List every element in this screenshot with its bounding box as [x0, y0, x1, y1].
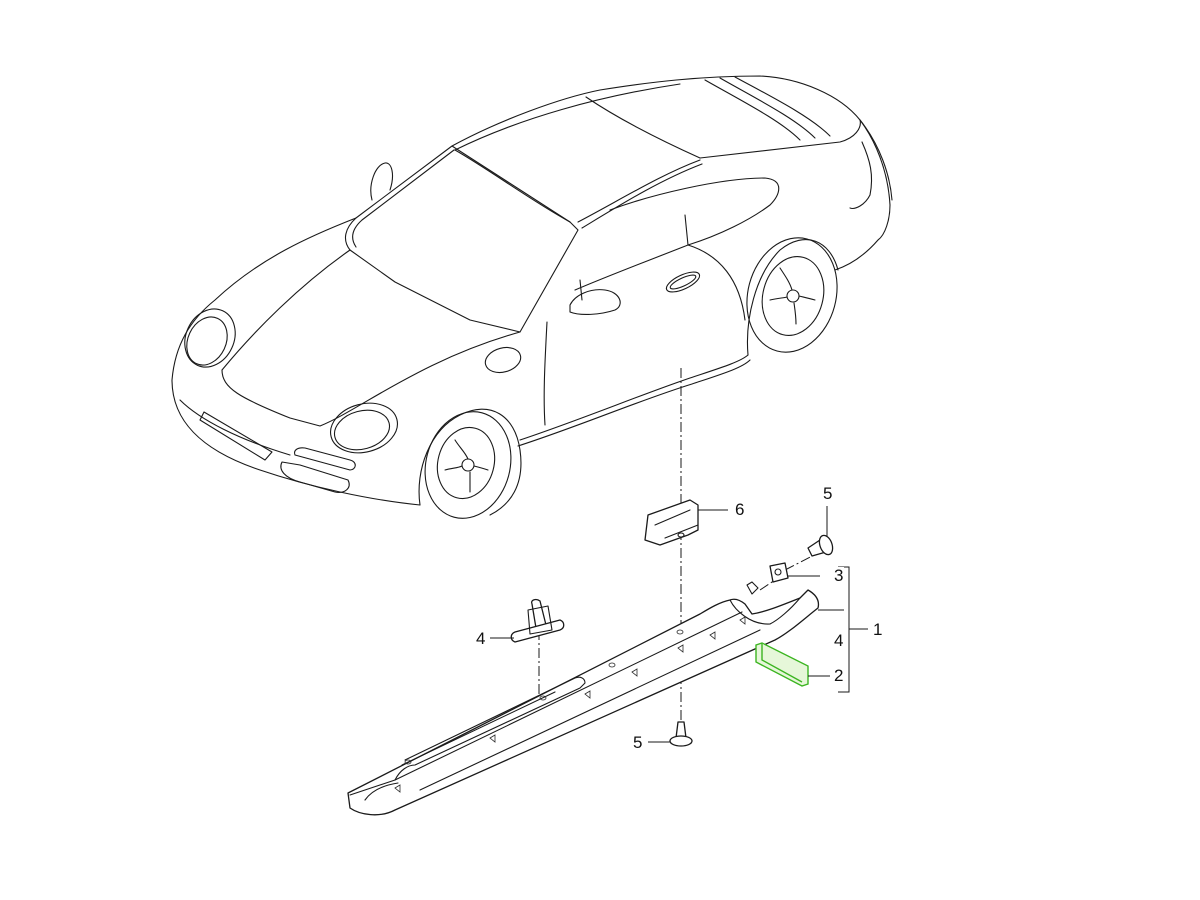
car-body-illustration — [171, 75, 893, 519]
part-screw-upper — [807, 506, 834, 557]
callout-4-clip: 4 — [475, 629, 487, 648]
callout-1: 1 — [872, 620, 884, 639]
callout-3: 3 — [833, 566, 845, 585]
part-retaining-nut — [769, 562, 820, 583]
callout-5-lower: 5 — [632, 733, 644, 752]
part-guide-clip — [644, 499, 728, 546]
callout-2: 2 — [833, 666, 845, 685]
callout-5-upper: 5 — [822, 484, 834, 503]
part-cover-cap-highlighted — [755, 642, 830, 687]
part-screw-lower — [648, 721, 693, 747]
side-sill-trim — [347, 581, 820, 816]
callout-4-group: 4 — [833, 631, 845, 650]
callout-6: 6 — [734, 500, 746, 519]
part-expanding-clip — [490, 598, 565, 643]
